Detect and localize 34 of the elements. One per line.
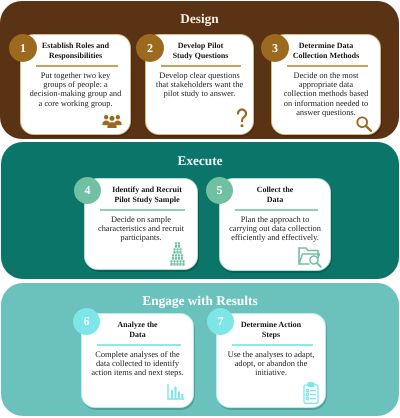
step-number-circle: 7	[207, 308, 234, 335]
card-heading: Determine Data Collection Methods	[292, 41, 360, 61]
step-number-circle: 5	[206, 177, 233, 204]
step-number-circle: 6	[73, 308, 100, 335]
step-card	[84, 178, 198, 270]
card-heading: Establish Roles and Responsibilities	[40, 41, 110, 61]
card-heading: Collect the Data	[256, 185, 294, 205]
panel-title: Design	[180, 10, 219, 27]
card-text: Plan the approach to carrying out data collection efficiently and effectively.	[228, 214, 322, 243]
card-text: Use the analyses to adapt, adopt, or abandon the initiative.	[226, 350, 316, 378]
card-text: Develop clear questions that stakeholders want the pilot study to answer.	[154, 70, 244, 99]
step-card	[145, 34, 254, 135]
step-number-circle: 4	[74, 177, 101, 204]
phase-panel	[1, 283, 399, 416]
panel-title: Engage with Results	[142, 292, 258, 309]
card-heading: Analyze the Data	[116, 320, 159, 340]
step-card	[219, 178, 331, 271]
step-card	[271, 34, 381, 135]
panel-title: Execute	[177, 152, 223, 169]
step-number-circle: 3	[261, 34, 289, 62]
card-text: Put together two key groups of people: a decision-making group and a core working group.	[28, 70, 122, 108]
card-heading: Develop Pilot Study Questions	[172, 41, 230, 61]
card-text: Decide on the most appropriate data collection methods based on information needed to answer questions.	[282, 70, 370, 118]
step-card	[20, 34, 131, 135]
card-heading: Determine Action Steps	[240, 320, 302, 340]
step-card	[81, 313, 194, 408]
step-number-circle: 2	[136, 34, 164, 62]
card-heading: Identify and Recruit Pilot Study Sample	[111, 185, 183, 205]
card-text: Complete analyses of the data collected to identify action items and next steps.	[90, 350, 185, 378]
phase-panel	[1, 142, 399, 279]
step-card	[216, 313, 326, 408]
card-text: Decide on sample characteristics and recruit participants.	[96, 214, 186, 243]
phase-panel	[0, 1, 399, 139]
step-number-circle: 1	[9, 34, 37, 62]
